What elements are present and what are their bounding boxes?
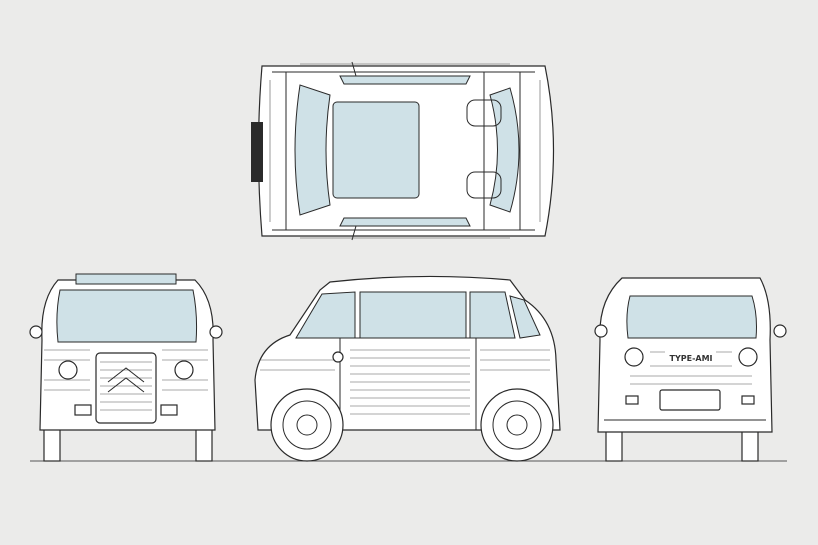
side-door [339,337,477,431]
rear-wheel [480,388,554,462]
front-grille [95,352,157,424]
sunroof [332,101,420,199]
front-windshield [56,289,198,343]
windshield [294,84,331,216]
rear-badge: TYPE-AMI [669,354,712,363]
front-grille [251,122,263,182]
side-view [254,275,561,462]
rear-window [489,87,520,213]
front-wheel [270,388,344,462]
rear-window [626,295,757,339]
front-view [29,273,223,462]
side-door-window [359,291,467,339]
rear-view: TYPE-AMI [594,277,787,462]
roof-glass [75,273,177,285]
top-view [251,61,555,241]
